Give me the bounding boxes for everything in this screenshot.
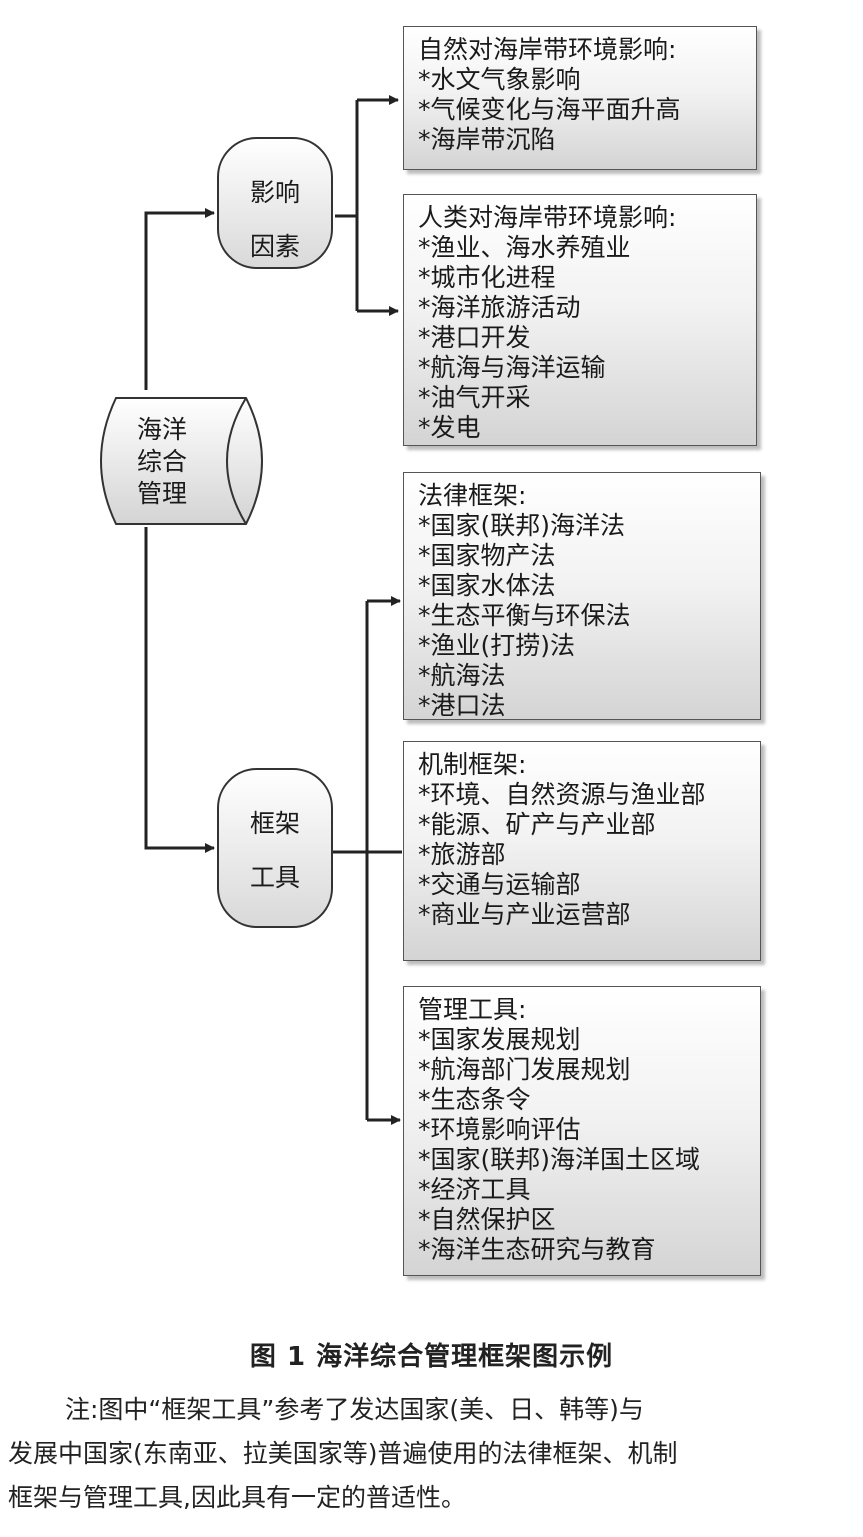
management-tools-item: *环境影响评估 [418, 1115, 581, 1144]
human-impact-item: *港口开发 [418, 323, 531, 352]
note-line-3: 框架与管理工具,因此具有一定的普适性。 [8, 1483, 466, 1512]
framework-line-2: 工具 [249, 863, 300, 892]
influence-factors-node: 影响 因素 [217, 137, 333, 269]
natural-impact-item: *水文气象影响 [418, 65, 581, 94]
legal-framework-item: *航海法 [418, 661, 506, 690]
legal-framework-item: *国家物产法 [418, 541, 556, 570]
root-line-1: 海洋 [136, 415, 187, 444]
framework-tools-node: 框架 工具 [217, 768, 333, 928]
legal-framework-item: *港口法 [418, 691, 506, 720]
management-tools-item: *自然保护区 [418, 1205, 556, 1234]
root-to-influence-connector [144, 208, 215, 390]
human-impact-item: *发电 [418, 413, 481, 442]
legal-framework-item: *生态平衡与环保法 [418, 601, 631, 630]
figure-note: 注:图中“框架工具”参考了发达国家(美、日、韩等)与 发展中国家(东南亚、拉美国… [8, 1388, 856, 1520]
human-impact-item: *海洋旅游活动 [418, 293, 581, 322]
legal-framework-item: *渔业(打捞)法 [418, 631, 576, 660]
management-tools-item: *生态条令 [418, 1085, 531, 1114]
management-tools-box: 管理工具: *国家发展规划 *航海部门发展规划 *生态条令 *环境影响评估 *国… [403, 986, 761, 1276]
legal-framework-box: 法律框架: *国家(联邦)海洋法 *国家物产法 *国家水体法 *生态平衡与环保法… [403, 472, 761, 720]
management-tools-item: *航海部门发展规划 [418, 1055, 631, 1084]
note-line-2: 发展中国家(东南亚、拉美国家等)普遍使用的法律框架、机制 [8, 1439, 678, 1468]
influence-line-2: 因素 [249, 232, 300, 261]
legal-framework-item: *国家(联邦)海洋法 [418, 511, 626, 540]
root-node-shape [100, 397, 263, 525]
institutional-framework-item: *交通与运输部 [418, 870, 581, 899]
legal-framework-title: 法律框架: [418, 481, 527, 510]
institutional-framework-item: *旅游部 [418, 840, 506, 869]
natural-impact-title: 自然对海岸带环境影响: [418, 35, 677, 64]
institutional-framework-title: 机制框架: [418, 750, 527, 779]
natural-impact-item: *海岸带沉陷 [418, 125, 556, 154]
human-impact-title: 人类对海岸带环境影响: [418, 203, 677, 232]
framework-line-1: 框架 [249, 809, 300, 838]
management-tools-item: *国家(联邦)海洋国土区域 [418, 1145, 701, 1174]
institutional-framework-item: *商业与产业运营部 [418, 900, 631, 929]
management-tools-item: *经济工具 [418, 1175, 531, 1204]
root-line-3: 管理 [136, 479, 187, 508]
human-impact-item: *渔业、海水养殖业 [418, 233, 631, 262]
root-to-framework-connector [144, 527, 215, 853]
natural-impact-box: 自然对海岸带环境影响: *水文气象影响 *气候变化与海平面升高 *海岸带沉陷 [403, 26, 757, 170]
human-impact-item: *油气开采 [418, 383, 531, 412]
human-impact-item: *城市化进程 [418, 263, 556, 292]
management-tools-title: 管理工具: [418, 995, 527, 1024]
human-impact-box: 人类对海岸带环境影响: *渔业、海水养殖业 *城市化进程 *海洋旅游活动 *港口… [403, 194, 757, 446]
influence-line-1: 影响 [249, 178, 300, 207]
institutional-framework-item: *能源、矿产与产业部 [418, 810, 656, 839]
institutional-framework-item: *环境、自然资源与渔业部 [418, 780, 706, 809]
root-line-2: 综合 [136, 447, 187, 476]
figure-caption: 图 1 海洋综合管理框架图示例 [249, 1342, 614, 1372]
root-node-label: 海洋 综合 管理 [132, 414, 192, 510]
note-line-1: 注:图中“框架工具”参考了发达国家(美、日、韩等)与 [65, 1395, 644, 1424]
human-impact-item: *航海与海洋运输 [418, 353, 606, 382]
management-tools-item: *海洋生态研究与教育 [418, 1235, 656, 1264]
legal-framework-item: *国家水体法 [418, 571, 556, 600]
institutional-framework-box: 机制框架: *环境、自然资源与渔业部 *能源、矿产与产业部 *旅游部 *交通与运… [403, 741, 761, 961]
management-tools-item: *国家发展规划 [418, 1025, 581, 1054]
natural-impact-item: *气候变化与海平面升高 [418, 95, 681, 124]
